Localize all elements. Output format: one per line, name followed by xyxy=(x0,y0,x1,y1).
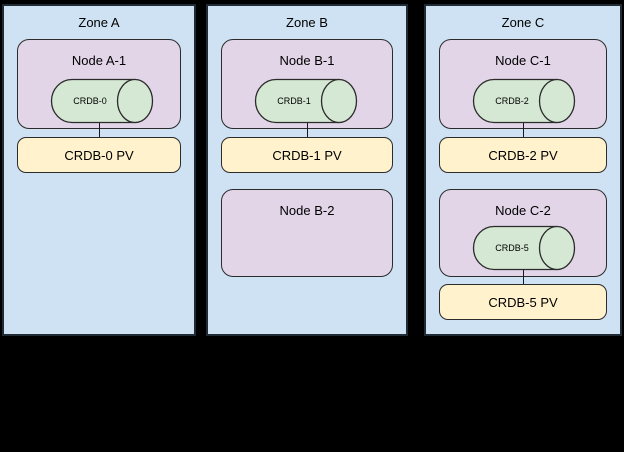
node-c-2-label: Node C-2 xyxy=(495,203,551,218)
crdb-0-pv: CRDB-0 PV xyxy=(17,137,181,173)
crdb-1-pv-label: CRDB-1 PV xyxy=(272,147,342,163)
zone-b: Zone B Node B-1 CRDB-1 CRDB-1 PV Node B-… xyxy=(206,4,408,336)
crdb-0-cylinder-label: CRDB-0 xyxy=(73,96,107,106)
crdb-5-cylinder: CRDB-5 xyxy=(472,225,576,271)
node-a-1-label: Node A-1 xyxy=(71,53,127,68)
connector-crdb-1-to-pv xyxy=(307,122,308,138)
crdb-1-cylinder: CRDB-1 xyxy=(254,78,358,124)
node-c-1-label: Node C-1 xyxy=(495,53,551,68)
zone-b-label: Zone B xyxy=(286,15,328,30)
node-b-2-label: Node B-2 xyxy=(279,203,335,218)
crdb-2-pv: CRDB-2 PV xyxy=(439,137,607,173)
crdb-2-cylinder: CRDB-2 xyxy=(472,78,576,124)
crdb-1-cylinder-label: CRDB-1 xyxy=(277,96,311,106)
zone-c-label: Zone C xyxy=(501,15,545,30)
crdb-2-cylinder-label: CRDB-2 xyxy=(495,96,529,106)
crdb-2-pv-label: CRDB-2 PV xyxy=(488,147,558,163)
node-b-1-label: Node B-1 xyxy=(279,53,335,68)
crdb-5-cylinder-label: CRDB-5 xyxy=(495,243,529,253)
connector-crdb-2-to-pv xyxy=(523,122,524,138)
connector-crdb-5-to-pv xyxy=(523,269,524,285)
crdb-1-pv: CRDB-1 PV xyxy=(221,137,393,173)
zone-a: Zone A Node A-1 CRDB-0 CRDB-0 PV xyxy=(2,4,196,336)
crdb-5-pv: CRDB-5 PV xyxy=(439,284,607,320)
crdb-5-pv-label: CRDB-5 PV xyxy=(488,294,558,310)
connector-crdb-0-to-pv xyxy=(99,122,100,138)
node-b-2: Node B-2 xyxy=(221,189,393,277)
crdb-0-cylinder: CRDB-0 xyxy=(50,78,154,124)
zone-c: Zone C Node C-1 CRDB-2 CRDB-2 PV Node C-… xyxy=(424,4,622,336)
crdb-0-pv-label: CRDB-0 PV xyxy=(64,147,134,163)
zone-a-label: Zone A xyxy=(78,15,120,30)
